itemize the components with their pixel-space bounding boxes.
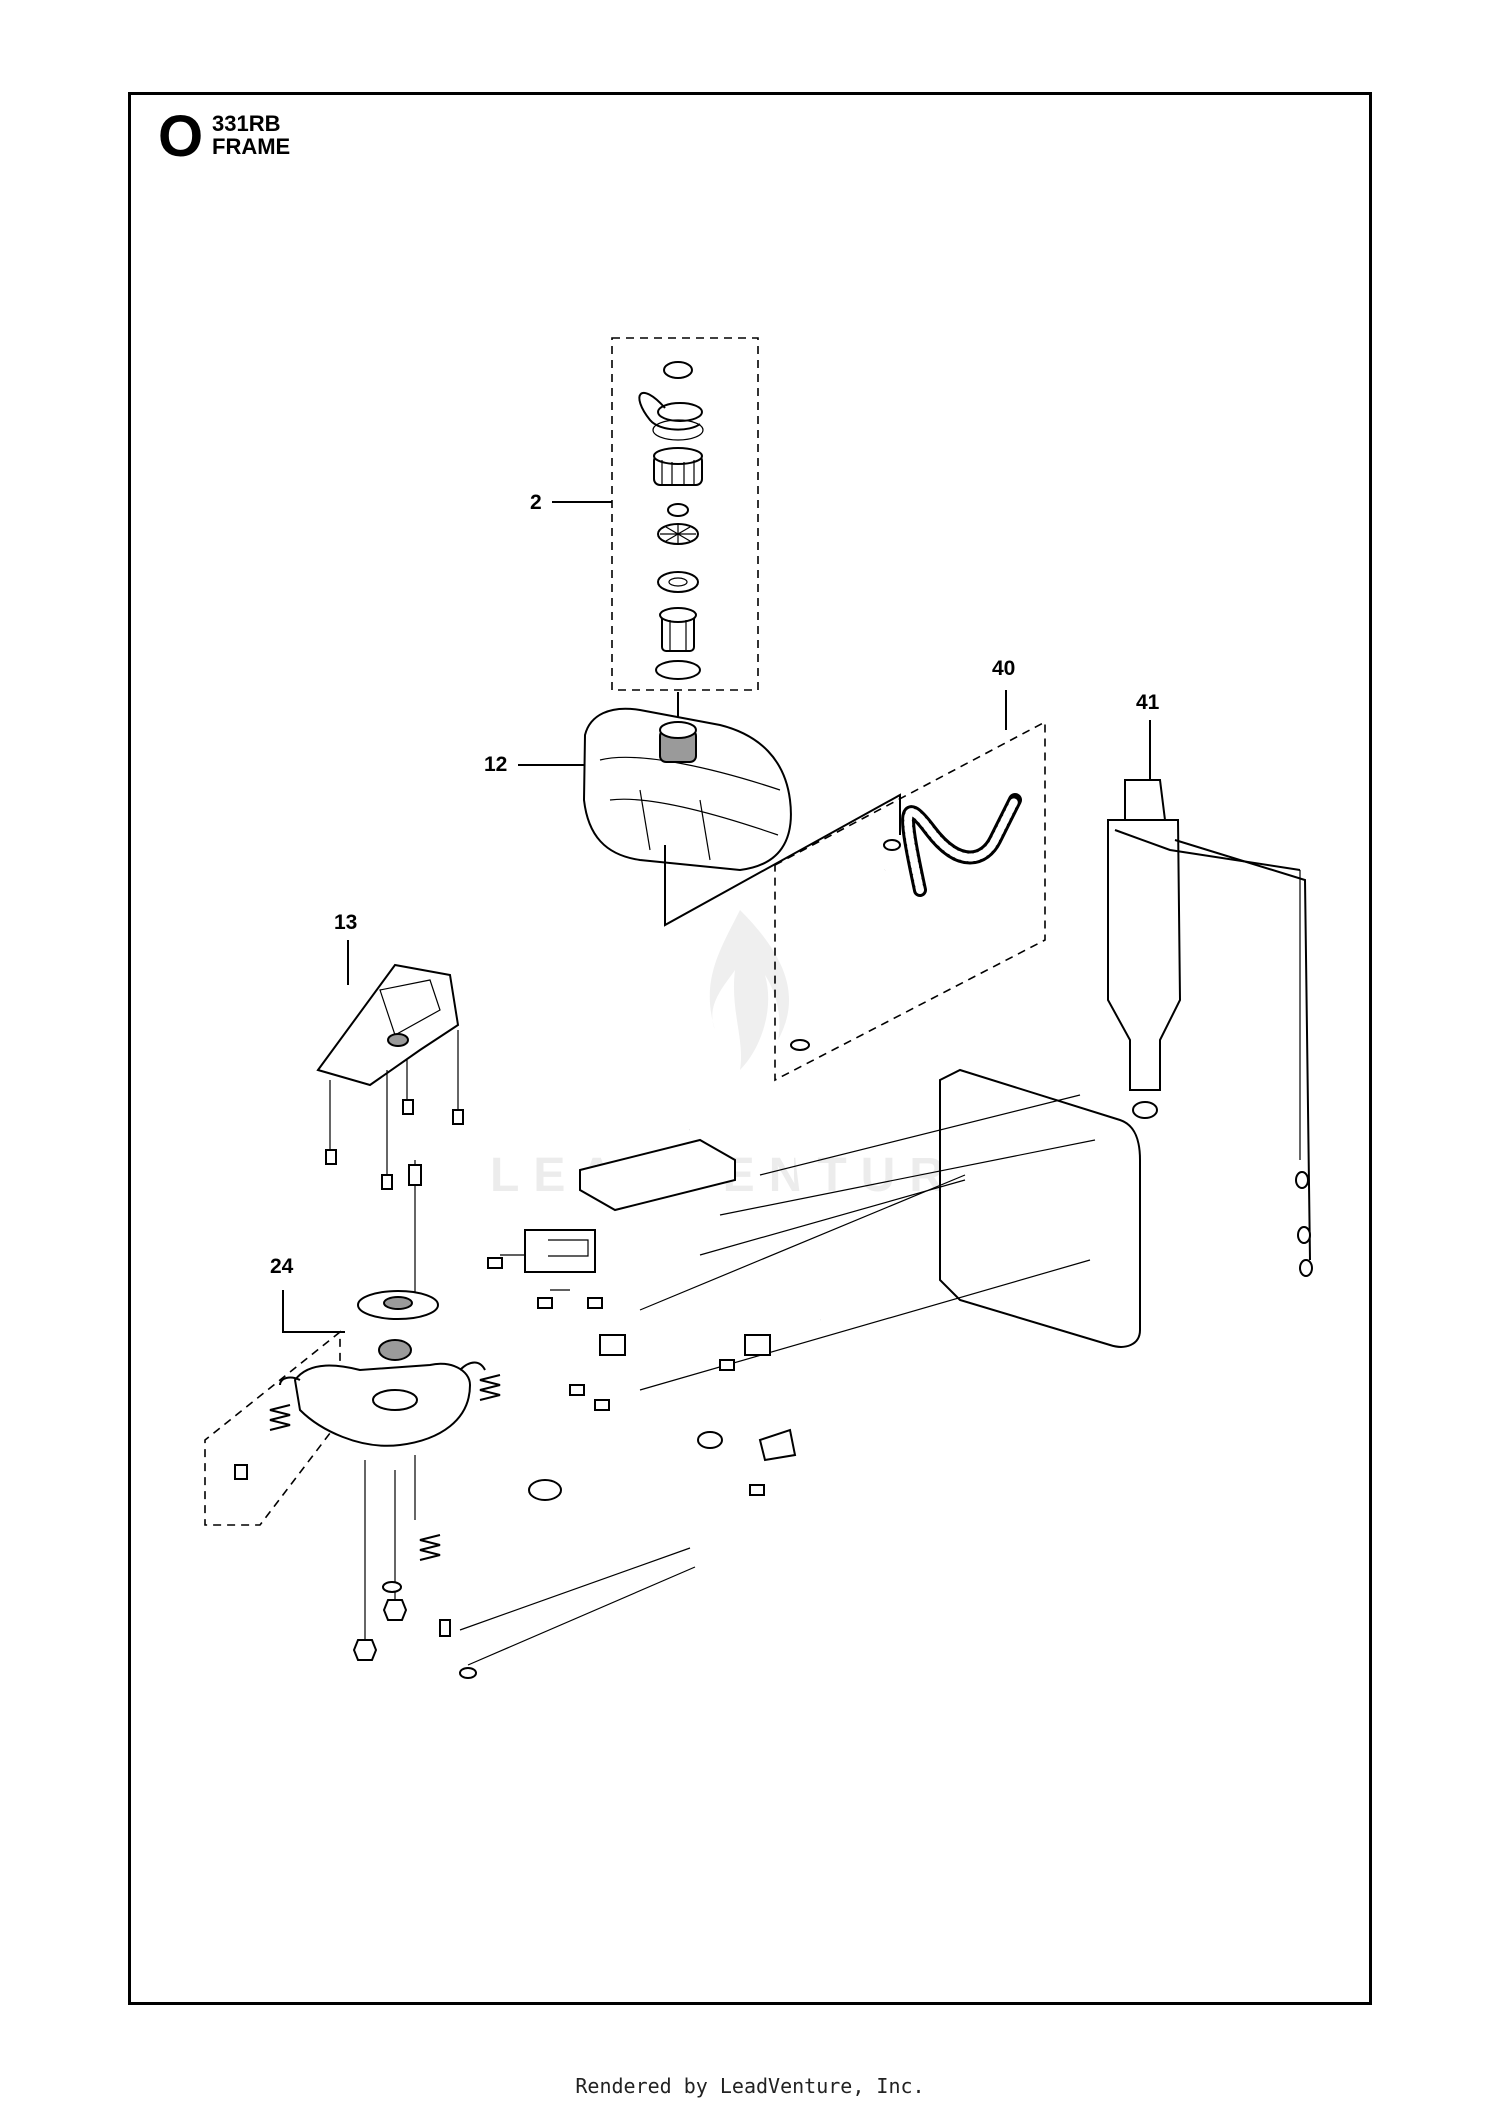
part-12-fuel-tank[interactable] xyxy=(518,707,901,927)
part-13-mounting-plate[interactable] xyxy=(316,940,464,1190)
diagram-border xyxy=(128,92,1372,2005)
callout-41[interactable]: 41 xyxy=(1136,691,1160,714)
footer-credit: Rendered by LeadVenture, Inc. xyxy=(575,2074,925,2098)
part-40-fuel-hose-kit[interactable] xyxy=(774,690,1046,1082)
model-number: 331RB xyxy=(212,111,281,136)
part-2-fuel-cap-assembly[interactable] xyxy=(552,337,759,735)
callout-24[interactable]: 24 xyxy=(270,1255,294,1278)
callout-40[interactable]: 40 xyxy=(992,657,1016,680)
callout-2[interactable]: 2 xyxy=(530,491,542,514)
watermark-text: LEADVENTURE xyxy=(490,1149,1005,1202)
diagram-heading: 331RB FRAME xyxy=(212,112,290,158)
watermark-flame-icon xyxy=(709,910,790,1070)
part-41-harness[interactable] xyxy=(1107,720,1313,1277)
section-title: FRAME xyxy=(212,134,291,160)
callout-12[interactable]: 12 xyxy=(484,753,508,776)
part-24-damper-assembly[interactable] xyxy=(204,1160,696,1679)
section-letter: O xyxy=(158,104,204,169)
backpack-frame xyxy=(487,1068,1141,1501)
callout-13[interactable]: 13 xyxy=(334,911,358,934)
